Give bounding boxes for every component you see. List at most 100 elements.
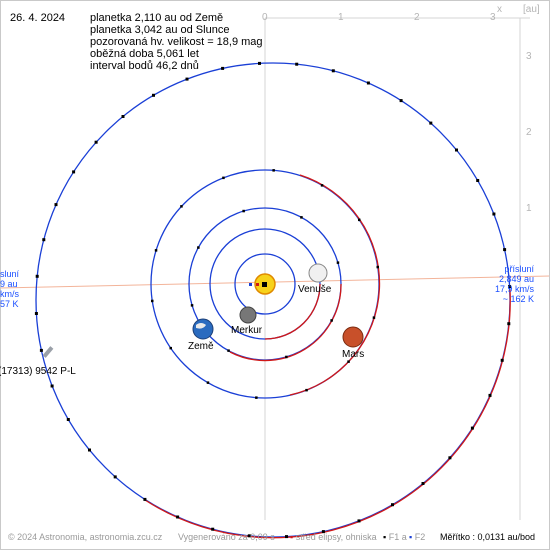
orbit-marker [121,115,125,118]
orbit-marker [320,184,324,187]
orbit-marker [185,77,189,81]
info-line: pozorovaná hv. velikost = 18,9 mag [90,36,263,48]
orbit-marker [331,69,335,73]
perihelion-info-right: přísluní 2,849 au 17,9 km/s ~ 162 K [480,264,534,304]
orbit-marker [54,203,58,207]
orbit-marker [180,205,183,208]
orbit-marker [94,140,98,144]
y-tick-label: 1 [526,203,532,214]
x-axis-label: x [497,4,502,15]
orbit-marker [152,93,155,97]
date-label: 26. 4. 2024 [10,12,66,24]
x-tick-label: 2 [414,12,420,23]
aphelion-line-text: 9 au [0,279,18,289]
orbit-marker [285,535,288,539]
orbit-marker [500,358,504,362]
orbit-marker [66,418,70,421]
orbit-marker [221,66,225,70]
legend-f1: ▪ F1 a [383,532,407,542]
focus-f1-marker [262,282,267,287]
orbit-marker [399,99,403,103]
orbit-marker [255,396,258,399]
orbit-marker [508,285,512,288]
x-tick-label: 3 [490,12,496,23]
orbit-marker [143,497,147,501]
focus-f2-marker [249,283,252,286]
orbit-marker [507,322,511,326]
orbit-marker [285,355,288,359]
earth-clouds [196,323,206,329]
orbit-marker [321,530,325,534]
orbit-marker [211,527,215,531]
orbit-marker [227,349,230,352]
orbit-marker [39,348,43,352]
orbit-marker [169,346,172,350]
mercury-label: Merkur [231,325,263,336]
orbit-marker [272,169,275,172]
info-line: oběžná doba 5,061 let [90,48,199,60]
orbit-marker [376,265,379,269]
orbit-marker [448,456,452,460]
venus-label: Venuše [298,284,332,295]
legend-ellipse-center: ▪ střed elipsy, ohniska [290,532,377,542]
orbit-marker [330,319,333,322]
info-block: planetka 2,110 au od Země planetka 3,042… [90,12,263,72]
mars-orbit-red [289,174,381,396]
ellipse-center-marker [256,283,259,286]
orbit-marker [151,299,154,303]
orbit-marker [503,248,507,252]
mercury-orbit [234,253,296,315]
unit-label: [au] [523,4,540,15]
info-line: interval bodů 46,2 dnů [90,60,199,72]
mars-label: Mars [342,349,365,360]
orbit-marker [366,81,370,85]
aphelion-line-text: 57 K [0,299,19,309]
orbit-marker [295,62,299,66]
orbit-marker [247,534,251,538]
orbit-marker [488,393,492,397]
orbit-marker [113,475,117,479]
orbit-marker [72,170,76,174]
orbit-marker [222,176,225,180]
orbit-marker [176,515,180,519]
orbit-marker [372,316,376,319]
aphelion-line-text: sluní [0,269,20,279]
orbit-marker [197,246,200,249]
x-tick-label: 0 [262,12,268,23]
orbit-marker [476,179,480,182]
venus-orbit-red [264,283,321,340]
orbit-marker [357,519,361,523]
aphelion-line-text: km/s [0,289,19,299]
asteroid-icon [42,346,54,358]
orbit-marker [470,426,474,430]
orbit-marker [190,304,194,307]
orbit-marker [88,448,91,452]
x-tick-label: 1 [338,12,344,23]
info-line: planetka 2,110 au od Země [90,12,224,24]
orbit-marker [305,388,308,392]
generated-text: Vygenerováno za 0,09 s [178,532,275,542]
y-tick-label: 3 [526,51,532,62]
venus-icon [308,263,328,283]
footer: © 2024 Astronomia, astronomia.zcu.cz Vyg… [0,532,550,546]
orbit-marker [358,218,361,222]
orbit-marker [336,261,340,264]
orbit-marker [258,61,261,65]
orbit-marker [154,249,158,252]
black-square-icon: ▪ [383,532,387,542]
asteroid-label: (17313) 9542 P-L [0,366,76,377]
orbit-marker [50,384,54,388]
legend-f2: ▪ F2 [409,532,426,542]
scale-text: Měřítko : 0,0131 au/bod [440,532,536,542]
orbit-marker [492,212,496,216]
info-line: planetka 3,042 au od Slunce [90,24,230,36]
orbit-marker [421,482,425,485]
orbit-marker [300,216,303,219]
perihelion-line-text: ~ 162 K [502,294,534,304]
orbit-marker [391,503,394,507]
orbit-marker [429,121,433,125]
perihelion-line-text: přísluní [504,264,534,274]
orbit-marker [347,360,350,363]
